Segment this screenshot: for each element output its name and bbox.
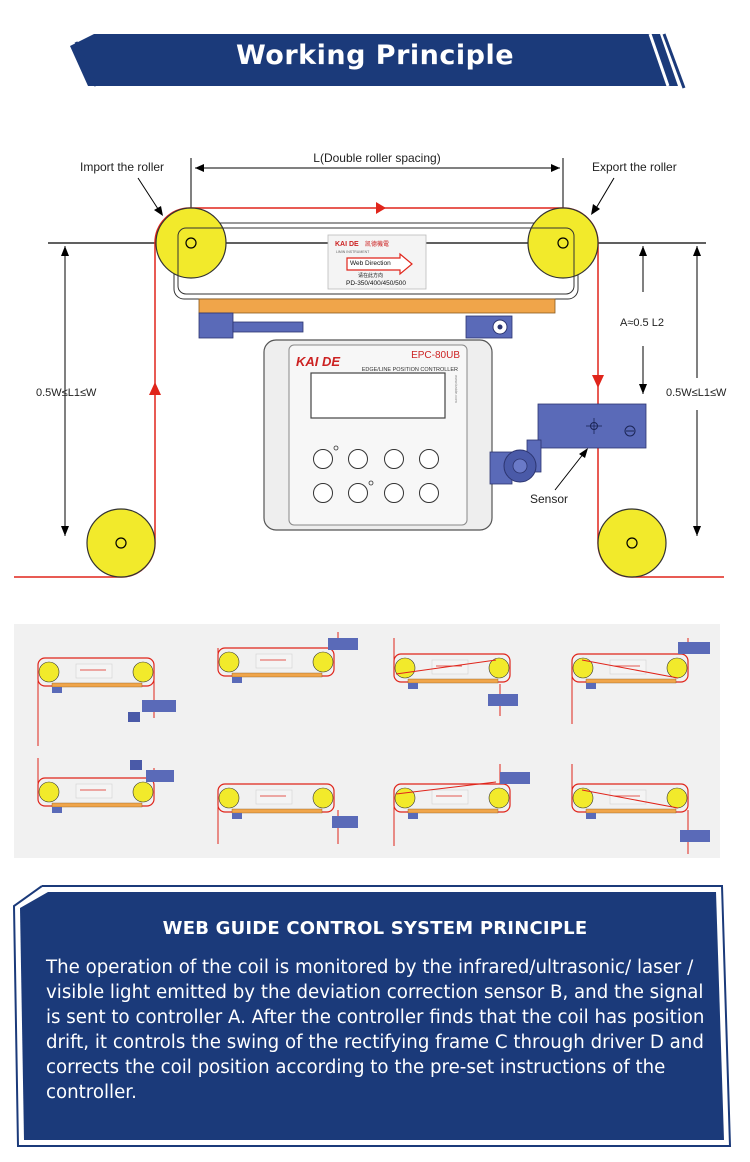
banner-accent-right xyxy=(648,33,670,87)
controller-model: EPC-80UB xyxy=(411,350,460,361)
dim-arrow-a-top xyxy=(639,246,647,256)
configurations-panel xyxy=(14,624,720,858)
controller-led-1 xyxy=(333,445,339,451)
principle-info-box xyxy=(12,885,732,1147)
bracket-left xyxy=(198,312,234,339)
thumbnail-3 xyxy=(393,638,518,716)
roller-bottom-right xyxy=(597,508,667,578)
roller-top-right xyxy=(527,207,599,279)
web-arrow-up xyxy=(149,382,161,395)
sensor-assembly xyxy=(489,403,647,485)
thumbnail-8 xyxy=(571,764,710,854)
label-right-span: 0.5W≤L1≤W xyxy=(666,387,727,399)
controller-led-2 xyxy=(368,480,374,486)
dim-arrow-c-top xyxy=(693,246,701,256)
leader-export xyxy=(594,177,615,211)
dim-arrow-l-left xyxy=(195,164,204,172)
info-box-frame xyxy=(12,885,732,1147)
leader-sensor xyxy=(554,452,585,491)
controller-subtitle: EDGE/LINE POSITION CONTROLLER xyxy=(362,367,458,373)
leader-import-arrow xyxy=(154,206,163,216)
label-import-roller: Import the roller xyxy=(80,160,164,174)
controller-unit: KAI DE EPC-80UB EDGE/LINE POSITION CONTR… xyxy=(263,339,493,531)
principle-diagram: L(Double roller spacing) Import the roll… xyxy=(14,151,727,578)
thumbnail-1 xyxy=(37,657,176,746)
controller-display xyxy=(310,372,446,419)
controller-key-2 xyxy=(348,449,368,469)
leader-import xyxy=(137,177,161,213)
dim-arrow-d-bottom xyxy=(693,526,701,536)
roller-bottom-left xyxy=(86,508,156,578)
dim-arrow-b-bottom xyxy=(639,384,647,394)
dim-arrow-left-top xyxy=(61,246,69,256)
card-arrow-text: Web Direction xyxy=(350,260,391,267)
card-arrow xyxy=(346,252,413,276)
page-title: Working Principle xyxy=(235,40,515,71)
thumbnail-6 xyxy=(217,783,358,844)
thumbnail-7 xyxy=(393,764,530,846)
principle-heading: WEB GUIDE CONTROL SYSTEM PRINCIPLE xyxy=(162,918,588,939)
guide-frame-inner xyxy=(177,227,575,295)
actuator-motor-center xyxy=(497,324,503,330)
thumbnail-5 xyxy=(37,758,174,814)
thumbnail-2 xyxy=(217,632,358,684)
label-sensor: Sensor xyxy=(530,492,568,506)
leader-export-arrow xyxy=(591,204,600,215)
label-roller-spacing: L(Double roller spacing) xyxy=(313,151,440,165)
label-offset: A≈0.5 L2 xyxy=(620,317,664,329)
mounting-plate xyxy=(198,298,556,314)
roller-top-left xyxy=(155,207,227,279)
configuration-thumbnails xyxy=(37,632,710,854)
label-left-span: 0.5W≤L1≤W xyxy=(36,387,97,399)
controller-key-4 xyxy=(419,449,439,469)
controller-key-8 xyxy=(419,483,439,503)
direction-card: KAI DE 凯德機電 LIMIN INSTRUMENT Web Directi… xyxy=(327,234,427,290)
banner-shape xyxy=(70,34,678,86)
controller-key-6 xyxy=(348,483,368,503)
card-brand: KAI DE xyxy=(335,241,359,248)
principle-description: The operation of the coil is monitored b… xyxy=(46,957,705,1103)
dim-arrow-left-bottom xyxy=(61,526,69,536)
controller-key-7 xyxy=(384,483,404,503)
label-export-roller: Export the roller xyxy=(592,160,677,174)
controller-brand: KAI DE xyxy=(296,354,340,369)
card-brand-cn: 凯德機電 xyxy=(365,240,389,248)
card-arrow-cn: 请在此方向 xyxy=(358,272,383,279)
info-box-shape xyxy=(20,892,724,1140)
controller-key-5 xyxy=(313,483,333,503)
web-arrow-down xyxy=(592,375,604,388)
controller-key-3 xyxy=(384,449,404,469)
card-subtitle: LIMIN INSTRUMENT xyxy=(336,250,370,254)
controller-site: www.kaide.com xyxy=(454,375,459,403)
banner-accent-left xyxy=(74,41,98,87)
bracket-left-arm xyxy=(232,321,304,333)
header-banner xyxy=(70,33,686,89)
leader-sensor-arrow xyxy=(579,448,588,458)
banner-accent-right-outer xyxy=(662,33,686,89)
web-arrow-right xyxy=(376,202,386,214)
dim-arrow-l-right xyxy=(551,164,560,172)
controller-key-1 xyxy=(313,449,333,469)
thumbnail-4 xyxy=(571,638,710,724)
card-models: PD-350/400/450/500 xyxy=(346,280,406,287)
